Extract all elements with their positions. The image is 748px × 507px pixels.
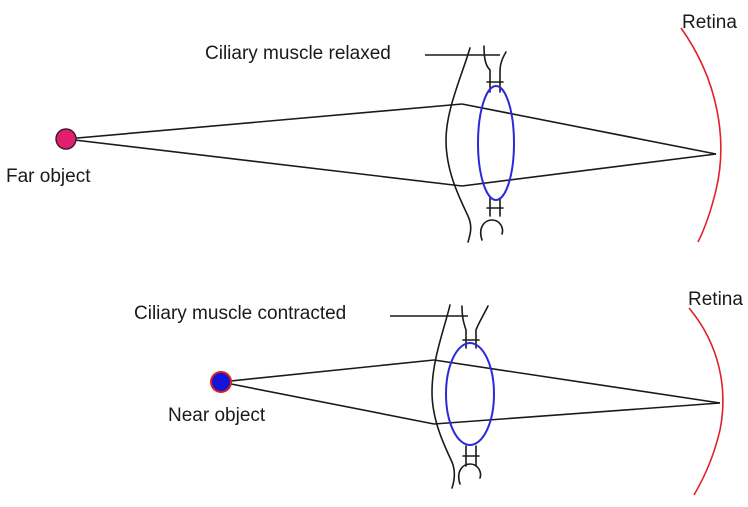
near-object-icon: [210, 371, 232, 393]
far-ray-lower-outer: [65, 138, 463, 187]
far-object-icon: [55, 128, 77, 150]
near-focus-panel: [210, 304, 724, 496]
far-ray-upper-inner: [461, 103, 717, 155]
retina-label-bottom: Retina: [688, 289, 743, 310]
near-retina-curve: [688, 307, 724, 496]
near-ray-lower-inner: [433, 402, 721, 425]
far-retina-curve: [680, 27, 722, 243]
near-ray-lower-outer: [220, 381, 435, 425]
near-ciliary-loop: [457, 463, 482, 485]
far-eye-wall: [445, 45, 507, 243]
near-inner-wall-right: [475, 305, 489, 349]
far-inner-wall-lower: [489, 197, 501, 217]
near-ray-upper-outer: [220, 359, 435, 383]
far-ray-upper-outer: [65, 103, 463, 140]
near-inner-wall-upper: [461, 305, 467, 349]
near-lens-icon: [445, 342, 495, 446]
near-eye-wall: [431, 304, 489, 489]
near-ray-upper-inner: [433, 359, 721, 404]
near-cornea-curve: [431, 304, 456, 489]
far-ray-lower-inner: [461, 153, 717, 187]
far-lens-icon: [477, 85, 515, 201]
ciliary-contracted-label: Ciliary muscle contracted: [134, 303, 347, 324]
near-object-label: Near object: [168, 405, 266, 426]
far-focus-panel: [55, 27, 722, 243]
far-ciliary-loop: [479, 219, 504, 241]
far-inner-wall-right: [499, 51, 507, 93]
far-cornea-curve: [445, 47, 472, 243]
near-light-rays: [220, 359, 721, 425]
far-light-rays: [65, 103, 717, 187]
far-object-label: Far object: [6, 166, 91, 187]
ciliary-relaxed-label: Ciliary muscle relaxed: [205, 43, 391, 64]
far-inner-wall-upper: [483, 45, 491, 93]
retina-label-top: Retina: [682, 12, 737, 33]
